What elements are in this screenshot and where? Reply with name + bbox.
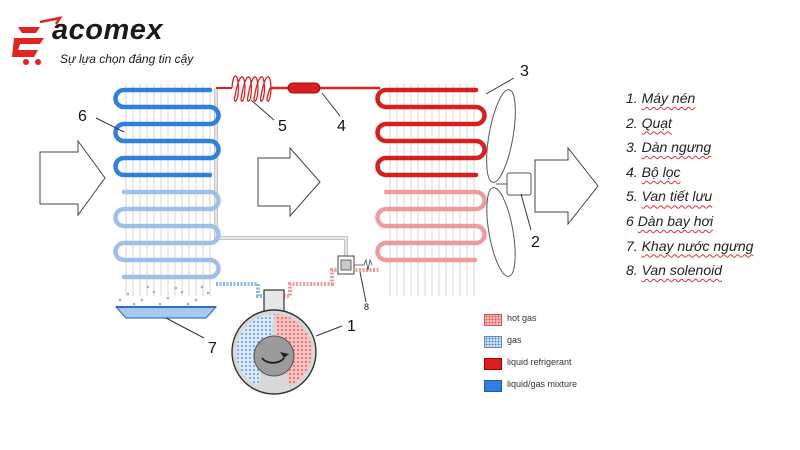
evaporator-coil — [113, 87, 221, 280]
condenser-liquid-section — [375, 87, 487, 178]
evaporator-mixture-section — [113, 87, 221, 178]
callout-7: 7 — [208, 340, 217, 357]
callout-5: 5 — [278, 118, 287, 135]
suction-line — [216, 282, 270, 298]
drop — [206, 291, 210, 295]
brand-block: acomex Sự lựa chọn đáng tin cậy — [14, 14, 214, 74]
drop — [174, 286, 178, 290]
solenoid-valve — [337, 255, 373, 275]
drop — [200, 285, 204, 289]
drop — [146, 285, 150, 289]
drop — [158, 302, 162, 306]
fan-blade-top — [486, 89, 516, 183]
mixture-swatch — [484, 380, 502, 392]
component-item: 4. Bộ lọc — [626, 163, 681, 180]
component-item: 6 Dàn bay hơi — [626, 212, 714, 229]
callout-2: 2 — [531, 234, 540, 251]
condenser-fan — [486, 89, 532, 277]
airflow-arrow-right — [534, 146, 599, 226]
drop — [166, 296, 170, 300]
drop — [118, 298, 122, 302]
compressor — [231, 289, 317, 395]
compressor-rotation-icon — [261, 357, 285, 364]
component-item: 7. Khay nước ngưng — [626, 237, 754, 254]
liquid-line-pipe-inner — [215, 88, 347, 262]
component-item: 1. Máy nén — [626, 90, 696, 106]
leader-lines — [95, 77, 532, 339]
component-item: 8. Van solenoid — [626, 262, 723, 279]
drop — [126, 292, 130, 296]
filter-drier — [287, 82, 321, 94]
liquid-swatch — [484, 358, 502, 370]
component-list: 1. Máy nén 2. Quạt 3. Dàn ngưng 4. Bộ lọ… — [626, 88, 753, 285]
drop — [132, 302, 136, 306]
airflow-arrow-left — [39, 139, 106, 217]
fan-blade-bottom — [486, 187, 516, 277]
callout-3: 3 — [520, 63, 529, 80]
drop — [186, 302, 190, 306]
callout-8: 8 — [364, 302, 369, 312]
component-item: 5. Van tiết lưu — [626, 188, 713, 205]
condenser-coil — [375, 87, 487, 263]
expansion-valve-coil — [231, 75, 272, 102]
component-item: 2. Quạt — [626, 114, 672, 131]
discharge-line — [280, 268, 380, 298]
evaporator-gas-section — [113, 189, 221, 280]
condensate-drops — [118, 285, 210, 306]
hot-gas-swatch — [484, 314, 502, 326]
brand-logo-icon — [12, 16, 63, 65]
brand-name: acomex — [52, 14, 164, 46]
fan-motor — [506, 172, 532, 196]
callout-1: 1 — [347, 318, 356, 335]
drip-tray — [114, 285, 218, 319]
drop — [194, 298, 198, 302]
drop — [180, 290, 184, 294]
drop — [152, 290, 156, 294]
callout-6: 6 — [78, 108, 87, 125]
callout-4: 4 — [337, 118, 346, 135]
condenser-hot-gas-section — [375, 189, 487, 263]
airflow-arrow-middle — [257, 146, 321, 218]
component-item: 3. Dàn ngưng — [626, 139, 712, 156]
drop — [140, 298, 144, 302]
brand-tagline: Sự lựa chọn đáng tin cậy — [60, 52, 194, 66]
gas-swatch — [484, 336, 502, 348]
